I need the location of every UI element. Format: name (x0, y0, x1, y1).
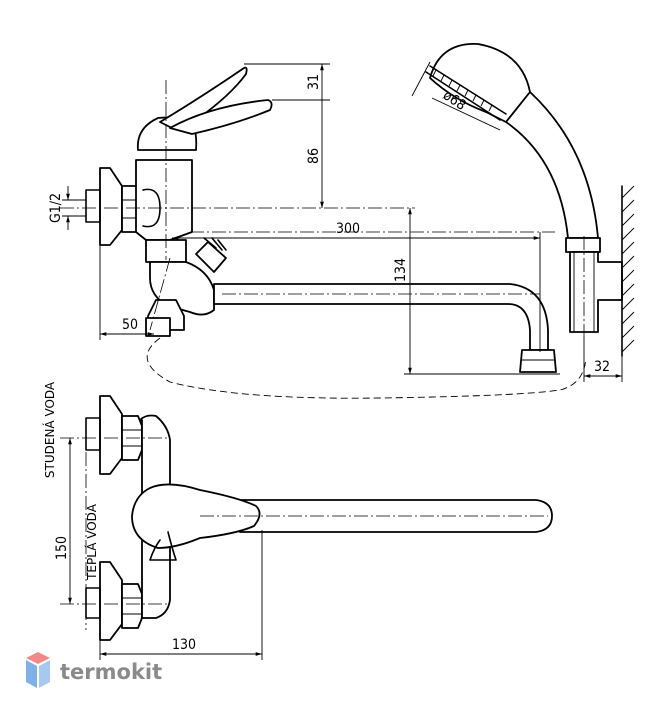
hose-path (146, 337, 587, 399)
dim-50: 50 (122, 317, 138, 333)
front-spout (239, 499, 553, 533)
side-view (60, 66, 587, 399)
wall-holder (569, 251, 623, 333)
lower-nut (121, 583, 143, 629)
diverter-knob (195, 241, 227, 273)
upper-flange (99, 395, 123, 475)
shower-handle (505, 91, 599, 239)
dim-32: 32 (594, 359, 610, 375)
dim-86: 86 (306, 148, 322, 164)
dim-300: 300 (336, 221, 360, 237)
label-hot-water: TEPLÁ VODA (84, 503, 99, 581)
dim-31: 31 (306, 74, 322, 90)
label-cold-water: STUDENÁ VODA (42, 381, 57, 478)
front-lever (131, 483, 261, 549)
shower-head-assembly (425, 43, 635, 357)
shower-nozzles (432, 69, 493, 112)
lower-flange (99, 561, 123, 641)
brand-name: termokit (60, 660, 162, 684)
mixer-body (135, 159, 193, 241)
dim-130: 130 (172, 637, 196, 653)
brand-logo: termokit (26, 652, 162, 688)
brand-logo-icon (26, 652, 50, 664)
wall-flange (99, 167, 123, 246)
dim-g12: G1/2 (48, 193, 64, 223)
front-view (60, 395, 553, 641)
aerator (519, 349, 557, 373)
dim-150: 150 (54, 536, 70, 560)
dimensions-front: 150 130 STUDENÁ VODA TEPLÁ VODA (42, 381, 263, 660)
dim-134: 134 (393, 258, 409, 282)
wall-hatching (621, 185, 635, 353)
